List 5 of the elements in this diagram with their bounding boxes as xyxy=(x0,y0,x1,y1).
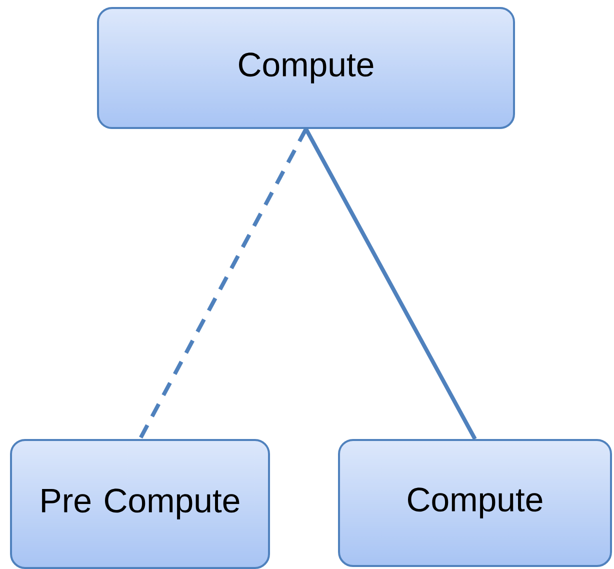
process-box: Compute xyxy=(338,439,612,567)
connector-line xyxy=(304,128,477,440)
process-box: Compute xyxy=(97,7,515,129)
process-box: Pre Compute xyxy=(10,439,270,569)
connector-line xyxy=(138,128,308,440)
